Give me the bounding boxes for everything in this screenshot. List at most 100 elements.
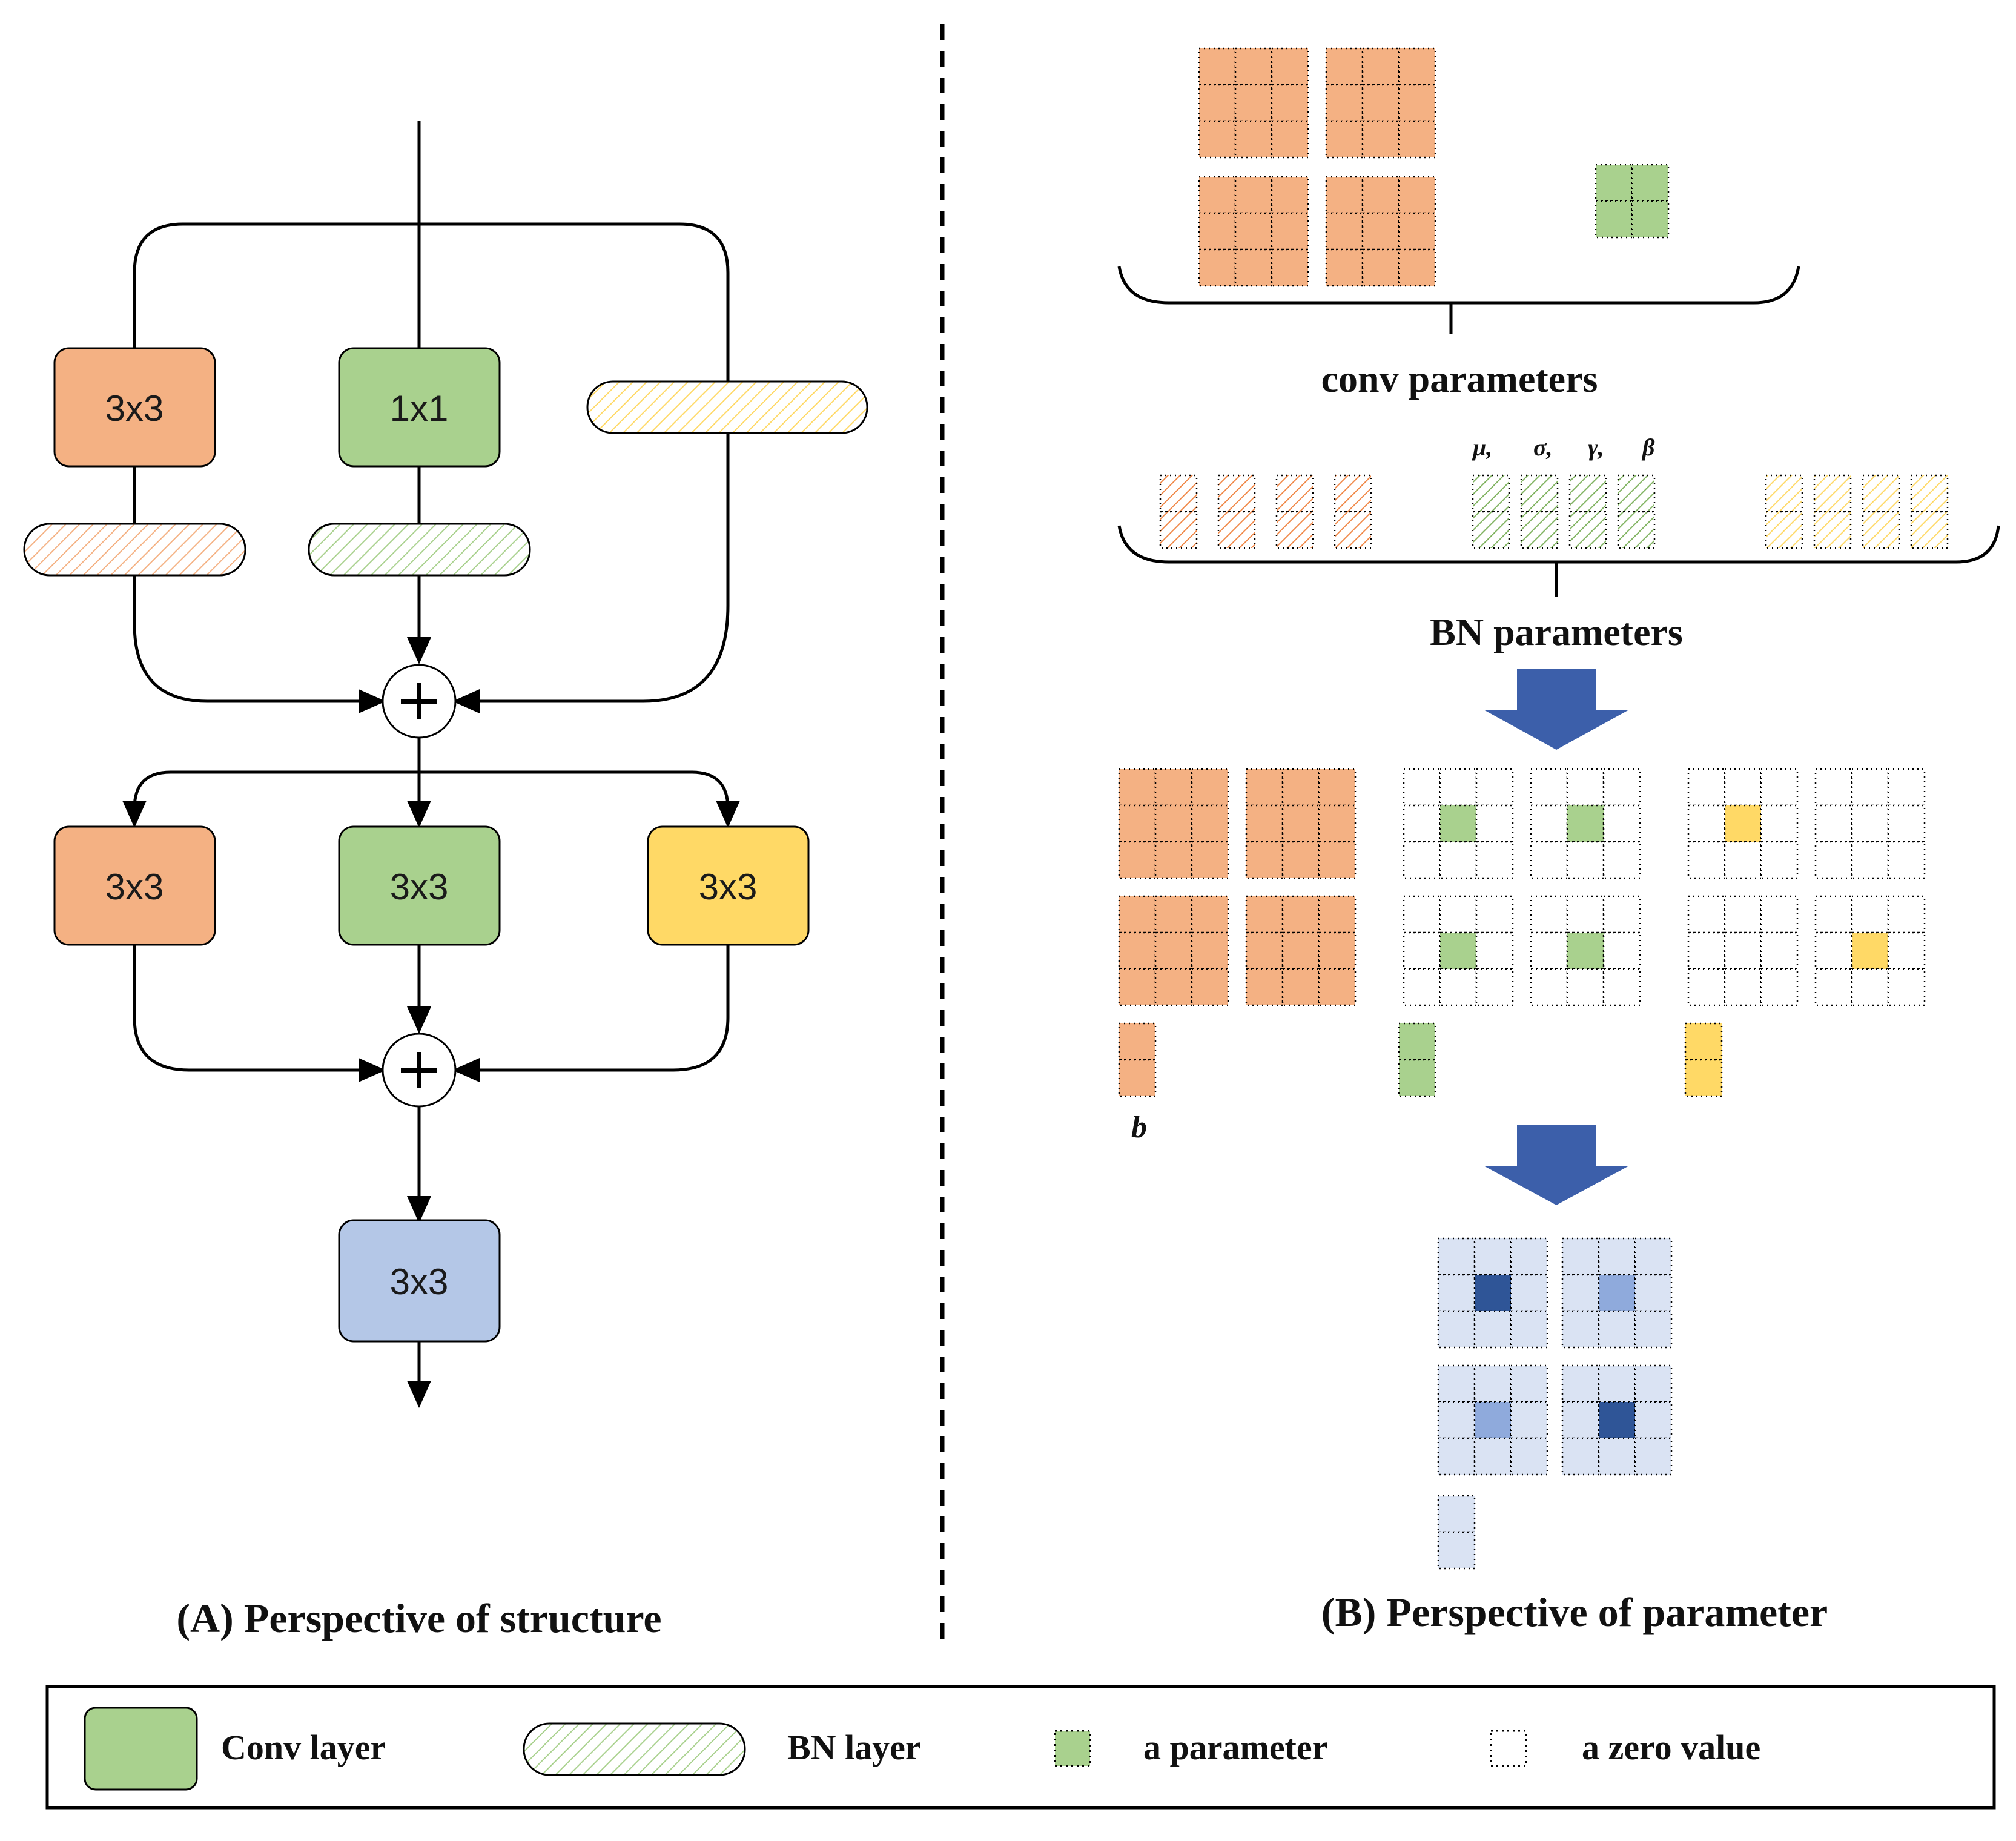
greek-gamma: γ, [1588,434,1604,461]
padded-1x1-cell [1475,931,1514,970]
identity-cell [1887,841,1926,879]
conv-kernel-cell [1361,212,1400,251]
fused-orange-cell [1281,968,1320,1006]
greek-mu: μ, [1472,434,1492,461]
padded-1x1-cell [1439,895,1478,934]
fused-orange-cell [1281,931,1320,970]
identity-cell [1851,841,1889,879]
padded-1x1-cell [1475,804,1514,843]
padded-1x1-cell [1475,895,1514,934]
identity-cell [1687,768,1726,807]
identity-cell [1851,968,1889,1006]
final-kernel-cell [1510,1237,1548,1276]
fused-orange-cell [1154,804,1193,843]
bias-label: b [1131,1110,1147,1145]
down-arrow-2 [1484,1125,1629,1205]
padded-1x1-cell [1566,768,1605,807]
bias-cell [1118,1022,1157,1061]
identity-cell [1851,895,1889,934]
padded-1x1-cell [1602,804,1641,843]
bn-param-cell [1910,474,1949,513]
identity-cell [1887,895,1926,934]
fused-orange-cell [1154,968,1193,1006]
bias-cell [1684,1059,1723,1097]
conv-kernel-cell [1325,120,1364,159]
final-kernel-cell [1598,1274,1636,1312]
identity-cell [1760,841,1799,879]
final-kernel-cell [1510,1401,1548,1439]
padded-1x1-cell [1530,931,1568,970]
conv-params-label: conv parameters [1321,357,1598,400]
identity-cell [1814,931,1853,970]
bn-param-cell [1617,511,1656,549]
conv-kernel-cell [1398,84,1436,122]
identity-cell [1760,895,1799,934]
bn-param-cell [1159,474,1198,513]
final-kernel-cell [1510,1364,1548,1403]
greek-beta: β [1641,434,1655,461]
bn-param-cell [1275,511,1314,549]
bn-param-cell [1472,511,1510,549]
conv-1x1-cell [1631,200,1670,239]
final-kernel-cell [1437,1401,1476,1439]
final-kernel-cell [1510,1437,1548,1476]
bias-cell [1684,1022,1723,1061]
bn-param-cell [1765,474,1803,513]
bn-param-cell [1568,474,1607,513]
final-kernel-cell [1473,1364,1512,1403]
identity-cell [1724,931,1762,970]
final-kernel-cell [1634,1401,1673,1439]
fused-orange-cell [1281,768,1320,807]
padded-1x1-cell [1403,931,1441,970]
padded-1x1-cell [1403,895,1441,934]
fused-orange-cell [1191,768,1229,807]
conv-kernel-cell [1361,84,1400,122]
fused-orange-cell [1245,841,1284,879]
conv-1x1-cell [1631,164,1670,202]
identity-cell [1760,768,1799,807]
conv-kernel-cell [1271,84,1309,122]
bn-param-cell [1520,474,1559,513]
final-kernel-cell [1634,1364,1673,1403]
conv-kernel-cell [1361,120,1400,159]
final-kernel-cell [1473,1310,1512,1349]
final-kernel-cell [1473,1274,1512,1312]
fused-orange-cell [1154,931,1193,970]
final-kernel-cell [1473,1437,1512,1476]
final-kernel-cell [1510,1310,1548,1349]
conv-block-3x3-mid-right: 3x3 [647,825,810,946]
conv-kernel-cell [1271,248,1309,287]
conv-kernel-cell [1398,47,1436,86]
fused-orange-cell [1154,768,1193,807]
conv-kernel-cell [1325,248,1364,287]
conv-kernel-cell [1271,47,1309,86]
bn-pill-3x3 [23,523,246,577]
final-kernel-cell [1510,1274,1548,1312]
bn-param-cell [1765,511,1803,549]
conv-kernel-cell [1271,120,1309,159]
identity-cell [1687,895,1726,934]
fused-orange-cell [1191,895,1229,934]
legend: Conv layer BN layer a parameter a zero v… [45,1685,1996,1810]
fused-orange-cell [1245,895,1284,934]
bn-param-cell [1159,511,1198,549]
conv-kernel-cell [1234,176,1273,214]
conv-kernel-cell [1198,212,1237,251]
final-kernel-cell [1598,1237,1636,1276]
legend-conv-swatch [84,1707,198,1791]
identity-cell [1851,931,1889,970]
identity-cell [1724,968,1762,1006]
padded-1x1-cell [1530,804,1568,843]
bn-param-cell [1472,474,1510,513]
legend-conv-label: Conv layer [221,1728,386,1767]
final-kernel-cell [1561,1437,1600,1476]
add-node-top [382,664,457,739]
final-kernel-cell [1437,1437,1476,1476]
bn-param-cell [1813,511,1852,549]
legend-zero-label: a zero value [1582,1728,1760,1767]
fused-orange-cell [1191,841,1229,879]
identity-cell [1724,841,1762,879]
parameter-grids [1118,47,1949,1570]
conv-block-1x1-top-mid: 1x1 [338,347,501,468]
